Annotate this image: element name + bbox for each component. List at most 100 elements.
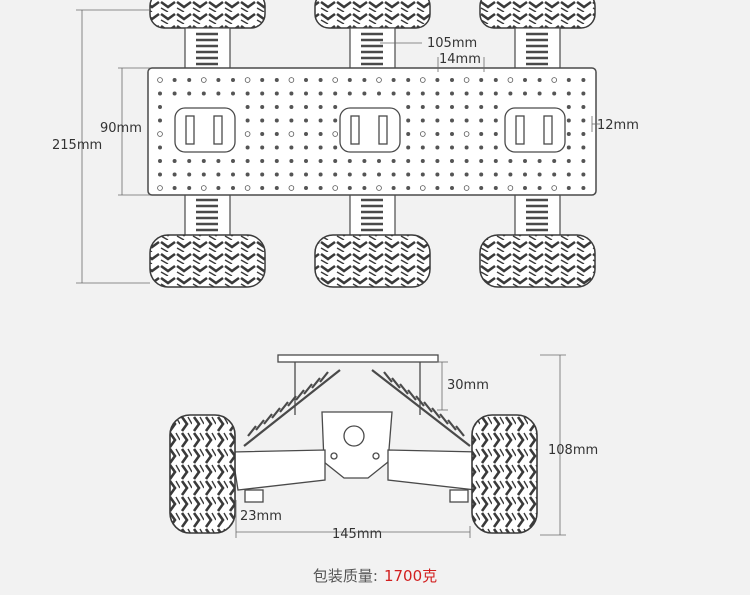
side-view: 30mm 108mm 23mm 145mm [169,354,598,542]
plate-hole [464,145,469,150]
plate-hole [260,91,265,96]
plate-hole [303,145,308,150]
plate-hole [479,118,484,123]
plate-hole [333,105,338,110]
plate-hole [303,131,308,136]
plate-hole [230,158,235,163]
plate-hole [566,105,571,110]
plate-hole [376,185,382,191]
plate-hole [244,131,251,137]
weight-caption: 包装质量:1700克 [0,565,750,586]
plate-hole [274,158,279,163]
plate-hole [493,91,498,96]
plate-hole [172,185,177,190]
plate-hole [333,91,338,96]
shock-bottom-left [184,193,231,237]
plate-hole [406,91,411,96]
plate-hole [479,145,484,150]
plate-hole [419,185,426,191]
plate-hole [391,185,396,190]
plate-hole [318,185,323,190]
plate-hole [406,172,411,177]
plate-hole [493,78,498,83]
plate-hole [566,158,571,163]
plate-hole [157,91,162,96]
dim-width-label: 215mm [52,138,102,153]
plate-hole [435,185,440,190]
plate-hole [230,172,235,177]
plate-hole [157,158,162,163]
plate-hole [420,118,425,123]
plate-hole [201,185,207,191]
plate-hole [566,185,571,190]
weight-label: 包装质量: [312,567,378,585]
plate-hole [260,158,265,163]
plate-hole [318,78,323,83]
side-spring-right [371,369,471,447]
plate-hole [449,105,454,110]
plate-hole [493,145,498,150]
plate-hole [581,185,586,190]
motor-mount-right [504,107,566,153]
shock-bottom-right [514,193,561,237]
plate-hole [260,105,265,110]
plate-hole [479,91,484,96]
plate-holes [157,77,586,191]
plate-hole [581,91,586,96]
plate-hole [333,158,338,163]
top-dimension-lines [76,9,600,284]
plate-hole [581,131,586,136]
plate-hole [303,185,308,190]
plate-hole [289,105,294,110]
plate-hole [376,158,381,163]
plate-hole [230,185,235,190]
shock-top-right [514,27,561,71]
plate-hole [566,131,571,136]
plate-hole [187,185,192,190]
plate-hole [332,77,339,83]
plate-hole [420,145,425,150]
plate-hole [274,145,279,150]
plate-hole [420,172,425,177]
plate-hole [566,145,571,150]
tire-bottom-middle [314,234,431,288]
plate-hole [260,145,265,150]
plate-hole [157,131,163,137]
plate-hole [449,172,454,177]
plate-hole [435,78,440,83]
plate-hole [216,91,221,96]
plate-hole [157,118,162,123]
plate-hole [362,158,367,163]
plate-hole [523,158,528,163]
plate-hole [172,172,177,177]
plate-hole [463,131,470,137]
plate-hole [245,158,250,163]
plate-hole [523,91,528,96]
plate-hole [391,158,396,163]
dim-top-label: 30mm [447,378,489,393]
plate-hole [201,91,206,96]
side-dimension-lines [235,354,566,538]
plate-hole [318,158,323,163]
plate-hole [552,91,557,96]
plate-hole [493,118,498,123]
plate-hole [493,105,498,110]
plate-hole [244,77,251,83]
plate-hole [435,145,440,150]
side-center-bracket [321,411,393,479]
plate-hole [479,172,484,177]
shock-bottom-middle [349,193,396,237]
plate-hole [391,78,396,83]
plate-hole [508,172,513,177]
plate-hole [347,78,352,83]
plate-hole [551,185,557,191]
plate-hole [581,78,586,83]
plate-hole [201,158,206,163]
plate-hole [303,118,308,123]
plate-hole [581,105,586,110]
dim-slot-spacing-label: 14mm [439,52,481,67]
plate-hole [332,131,339,137]
plate-hole [551,77,557,83]
plate-hole [288,131,295,137]
plate-hole [493,158,498,163]
